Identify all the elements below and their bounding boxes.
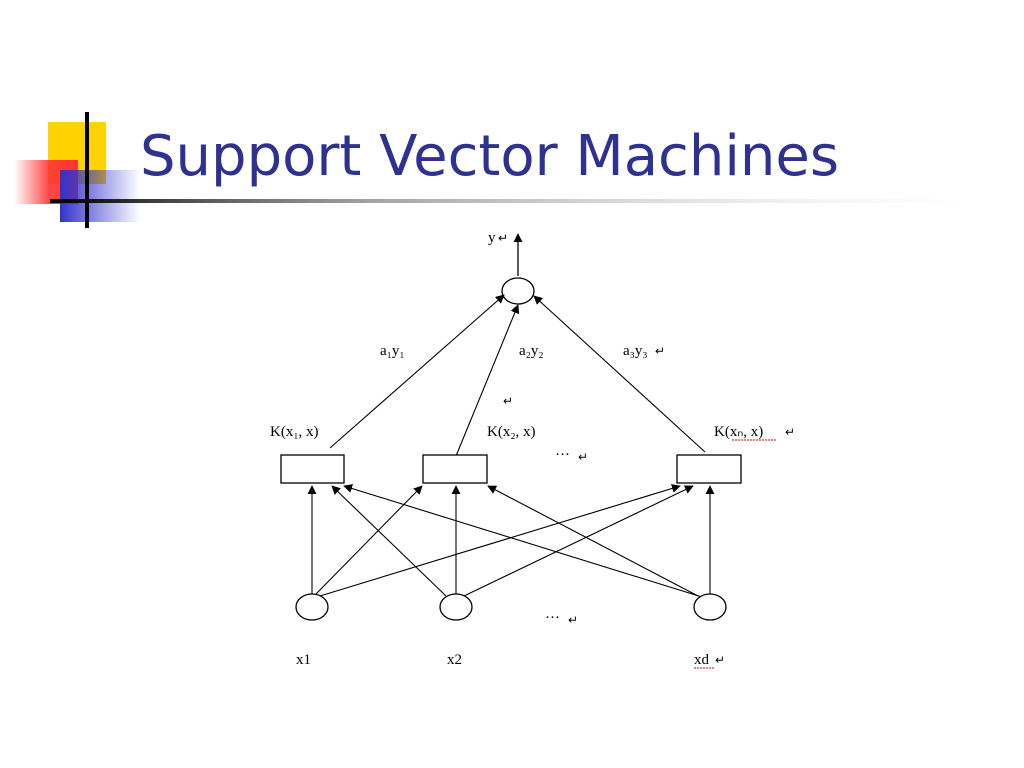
kernel-label-1: K(x₁, x): [270, 424, 319, 440]
edge-kernel1-output: [329, 294, 505, 449]
slide-title: Support Vector Machines: [140, 124, 840, 189]
edge-kernel3-output: [533, 295, 706, 453]
stray-return-mark: ↵: [503, 394, 513, 408]
edge-x2-k3: [463, 485, 694, 597]
deco-horizontal-rule: [50, 199, 970, 203]
edge-xd-k2: [487, 485, 699, 597]
weight-label-2: a₂y₂: [519, 343, 544, 359]
deco-vertical-rule: [85, 112, 89, 228]
edge-kernel2-output: [455, 304, 520, 457]
kernel-3-return-mark: ↵: [785, 425, 795, 439]
input-label-xd: xd: [694, 652, 710, 668]
input-label-x2: x2: [447, 652, 462, 668]
kernel-node-1: [280, 454, 345, 484]
deco-blue-bar: [60, 170, 140, 222]
input-xd-return-mark: ↵: [715, 653, 725, 667]
output-return-mark: ↵: [498, 231, 508, 245]
kernel-ellipsis: ···: [555, 447, 570, 463]
kernel-ellipsis-return-mark: ↵: [578, 450, 588, 464]
input-node-x2: [439, 593, 473, 621]
input-ellipsis: ···: [545, 610, 560, 626]
weight-label-1: a₁y₁: [380, 343, 405, 359]
weight-3-return-mark: ↵: [655, 344, 665, 358]
input-node-x1: [295, 593, 329, 621]
edge-x1-k3: [319, 484, 681, 597]
kernel-label-2: K(x₂, x): [487, 424, 536, 440]
edge-x1-k2: [315, 485, 423, 595]
kernel-node-3: [676, 454, 742, 484]
weight-label-3: a₃y₃: [623, 343, 648, 359]
output-label: y: [488, 230, 496, 246]
kernel-label-3: K(xₙ, x): [714, 424, 763, 440]
input-ellipsis-return-mark: ↵: [568, 613, 578, 627]
input-label-x1: x1: [296, 652, 311, 668]
edge-x2-k1: [331, 485, 447, 597]
output-node: [501, 277, 535, 305]
kernel-node-2: [422, 454, 488, 484]
input-node-xd: [693, 593, 727, 621]
title-decoration: [14, 112, 970, 228]
edge-xd-k1: [343, 484, 703, 598]
